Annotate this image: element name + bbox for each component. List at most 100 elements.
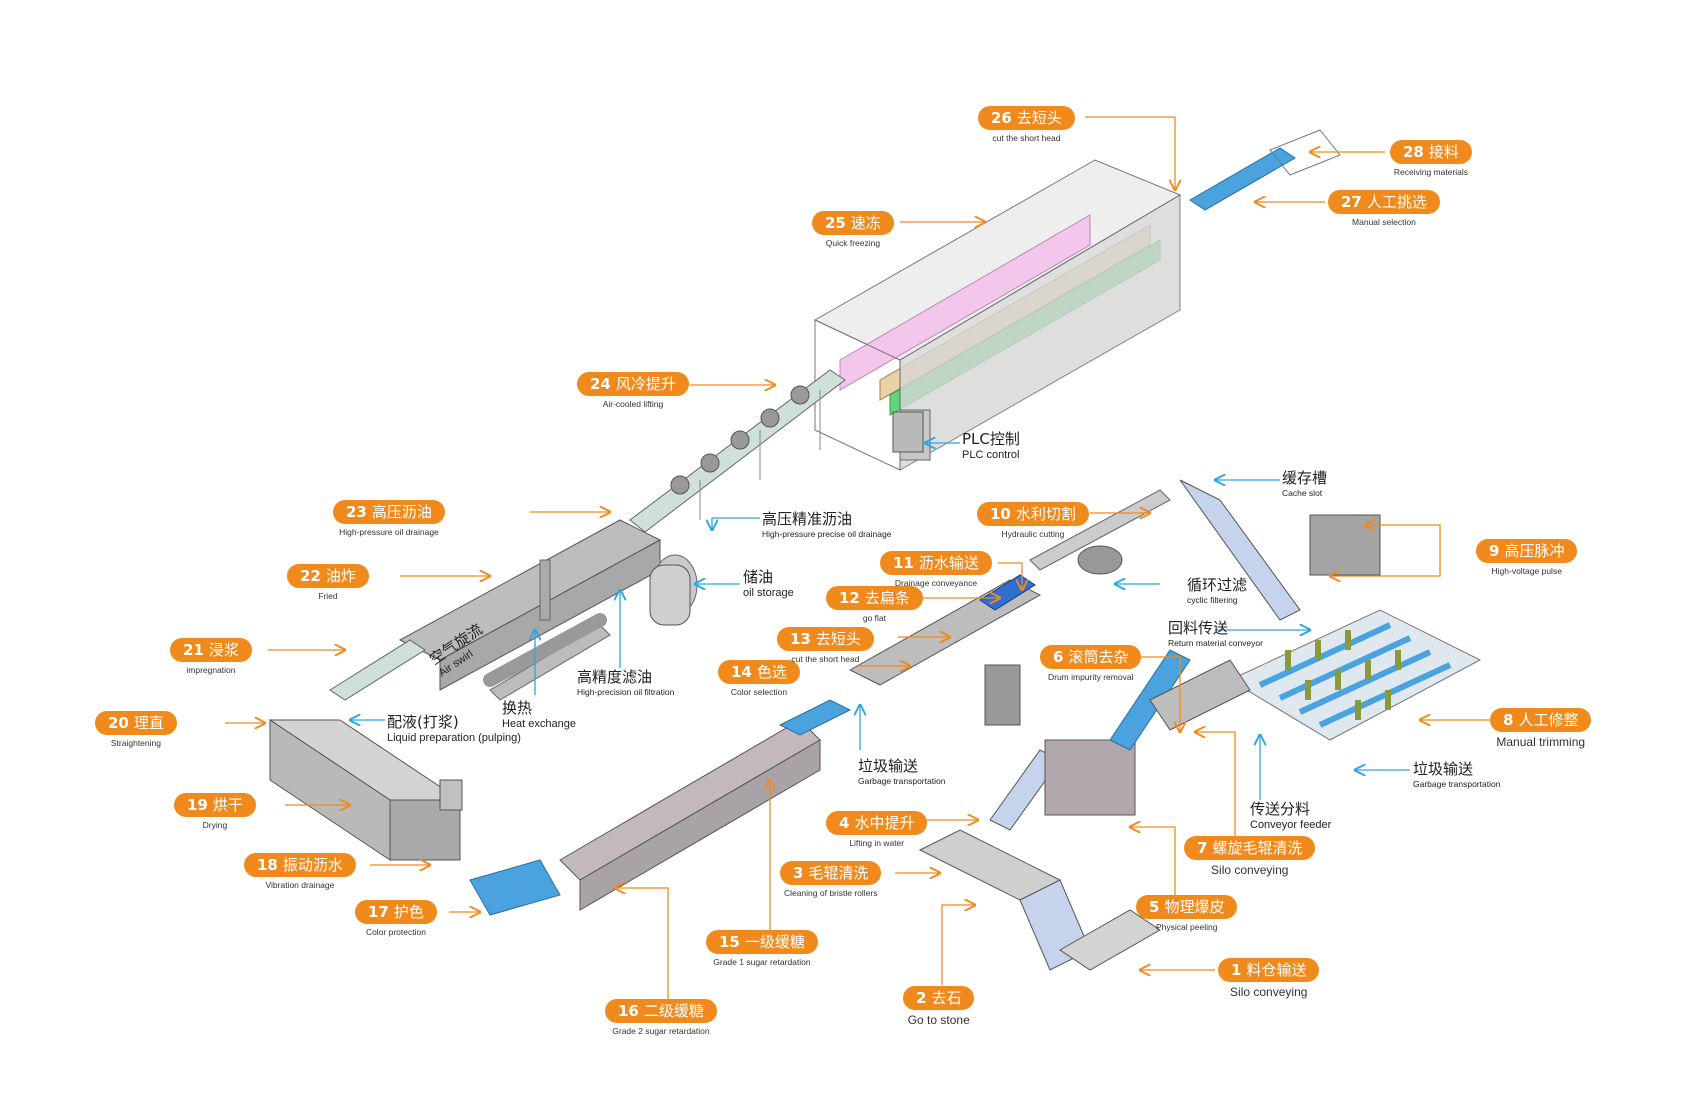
aux-name-zh: 换热: [502, 699, 533, 717]
step-name-zh: 一级缓糖: [744, 933, 805, 951]
step-name-zh: 去石: [931, 989, 962, 1007]
step-name-en: Drying: [202, 820, 228, 830]
step-name-en: Manual selection: [1352, 217, 1416, 227]
step-name-en: Quick freezing: [825, 238, 881, 248]
step-number: 24: [590, 375, 611, 393]
orange-leader-lines: [225, 116, 1490, 1000]
aux-name-zh: 传送分料: [1250, 800, 1311, 818]
step-name-zh: 风冷提升: [615, 375, 676, 393]
step-number: 3: [793, 864, 804, 882]
step-name-en: Air-cooled lifting: [602, 399, 664, 409]
aux-name-en: High-precision oil filtration: [577, 687, 675, 697]
aux-name-zh: 回料传送: [1168, 619, 1229, 637]
step-name-zh: 去短头: [815, 630, 861, 648]
step-name-en: Receiving materials: [1393, 167, 1469, 177]
step-name-en: High-voltage pulse: [1491, 566, 1562, 576]
step-number: 14: [731, 663, 752, 681]
step-name-zh: 油炸: [325, 567, 356, 585]
step-number: 27: [1341, 193, 1362, 211]
step-name-zh: 螺旋毛辊清洗: [1212, 839, 1303, 857]
step-name-en: Vibration drainage: [265, 880, 335, 890]
step-name-zh: 人工挑选: [1366, 193, 1427, 211]
step-number: 25: [825, 214, 846, 232]
aux-name-en: Liquid preparation (pulping): [387, 732, 521, 744]
step-number: 23: [346, 503, 367, 521]
step-number: 10: [990, 505, 1011, 523]
step-number: 11: [893, 554, 914, 572]
aux-name-en: cyclic filtering: [1187, 595, 1238, 605]
aux-name-en: PLC control: [962, 449, 1020, 461]
aux-name-zh: 垃圾输送: [858, 757, 919, 775]
step-name-zh: 人工修整: [1518, 711, 1579, 729]
step-name-zh: 沥水输送: [918, 554, 979, 572]
aux-name-en: Cache slot: [1282, 488, 1323, 498]
blue-leader-lines: [350, 443, 1410, 800]
aux-name-en: Conveyor feeder: [1250, 819, 1332, 831]
aux-label-liquid-preparation: 配液(打浆) Liquid preparation (pulping): [387, 711, 521, 744]
step-number: 28: [1403, 143, 1424, 161]
aux-name-zh: 高精度滤油: [577, 668, 653, 686]
receiving-conveyor: [1189, 129, 1341, 211]
oil-storage-tank: [649, 564, 691, 626]
heat-exchanger: [483, 613, 607, 687]
aux-name-zh: PLC控制: [962, 430, 1020, 448]
step-name-zh: 理直: [133, 714, 164, 732]
plc-cabinet: [892, 411, 924, 453]
step-number: 1: [1231, 961, 1242, 979]
quick-freezer-machine: [813, 159, 1182, 471]
step-name-en: Physical peeling: [1156, 922, 1218, 932]
step-name-en: Cleaning of bristle rollers: [783, 888, 878, 898]
aux-label-oil-storage: 储油 oil storage: [743, 566, 794, 599]
step-name-zh: 烘干: [212, 796, 243, 814]
step-name-zh: 接料: [1428, 143, 1459, 161]
step-name-zh: 滚筒去杂: [1068, 648, 1129, 666]
step-name-en: Drainage conveyance: [894, 578, 978, 588]
step-name-zh: 料仓输送: [1246, 961, 1307, 979]
manual-trimming-platform: [1228, 609, 1482, 741]
step-number: 21: [183, 641, 204, 659]
step-number: 5: [1149, 898, 1160, 916]
step-name-zh: 去扁条: [864, 589, 910, 607]
step-number: 17: [368, 903, 389, 921]
step-name-en: Grade 1 sugar retardation: [713, 957, 811, 967]
aux-name-en: Garbage transportation: [858, 776, 946, 786]
aux-name-zh: 配液(打浆): [387, 713, 459, 731]
step-name-zh: 高压沥油: [371, 503, 432, 521]
aux-label-cyclic-filtering: 循环过滤 cyclic filtering: [1187, 574, 1247, 605]
step-name-en: Silo conveying: [1230, 985, 1308, 999]
step-name-en: Fried: [318, 591, 338, 601]
aux-name-zh: 储油: [743, 568, 774, 586]
step-name-en: impregnation: [186, 665, 236, 675]
step-number: 20: [108, 714, 129, 732]
air-cooled-lifting-conveyor: [629, 369, 846, 533]
step-number: 7: [1197, 839, 1208, 857]
step-name-zh: 物理爆皮: [1164, 898, 1225, 916]
step-number: 13: [790, 630, 811, 648]
dryer-machine: [268, 719, 463, 861]
step-name-zh: 高压脉冲: [1504, 542, 1565, 560]
